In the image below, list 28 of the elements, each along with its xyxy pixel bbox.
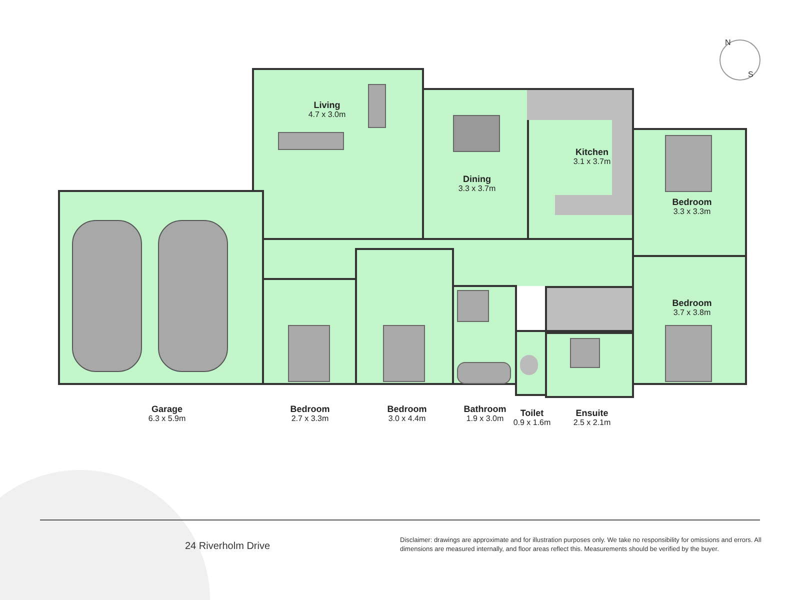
room-dimensions: 1.9 x 3.0m [466,414,504,424]
room-dimensions: 4.7 x 3.0m [308,110,346,120]
room-name: Living [314,100,340,110]
room-name: Kitchen [576,147,608,157]
room-name: Dining [463,174,491,184]
room-name: Ensuite [576,408,608,418]
room-name: Toilet [520,408,544,418]
address: 24 Riverholm Drive [185,541,270,552]
room-name: Garage [151,404,183,414]
room-dimensions: 3.7 x 3.8m [673,308,711,318]
room-dimensions: 2.7 x 3.3m [291,414,329,424]
compass-letter: S [748,70,754,79]
room-dimensions: 3.3 x 3.3m [673,207,711,217]
room-name: Bathroom [464,404,506,414]
room-name: Bedroom [387,404,427,414]
room-area [527,88,634,240]
room-dimensions: 6.3 x 5.9m [148,414,186,424]
room-dimensions: 2.5 x 2.1m [573,418,611,428]
room-dimensions: 0.9 x 1.6m [513,418,551,428]
room-dimensions: 3.3 x 3.7m [458,184,496,194]
room-area [252,68,424,240]
room-name: Bedroom [672,197,712,207]
room-dimensions: 3.0 x 4.4m [388,414,426,424]
room-name: Bedroom [290,404,330,414]
room-name: Bedroom [672,298,712,308]
storage-area [545,286,634,332]
room-dimensions: 3.1 x 3.7m [573,157,611,167]
compass-letter: N [725,38,731,47]
